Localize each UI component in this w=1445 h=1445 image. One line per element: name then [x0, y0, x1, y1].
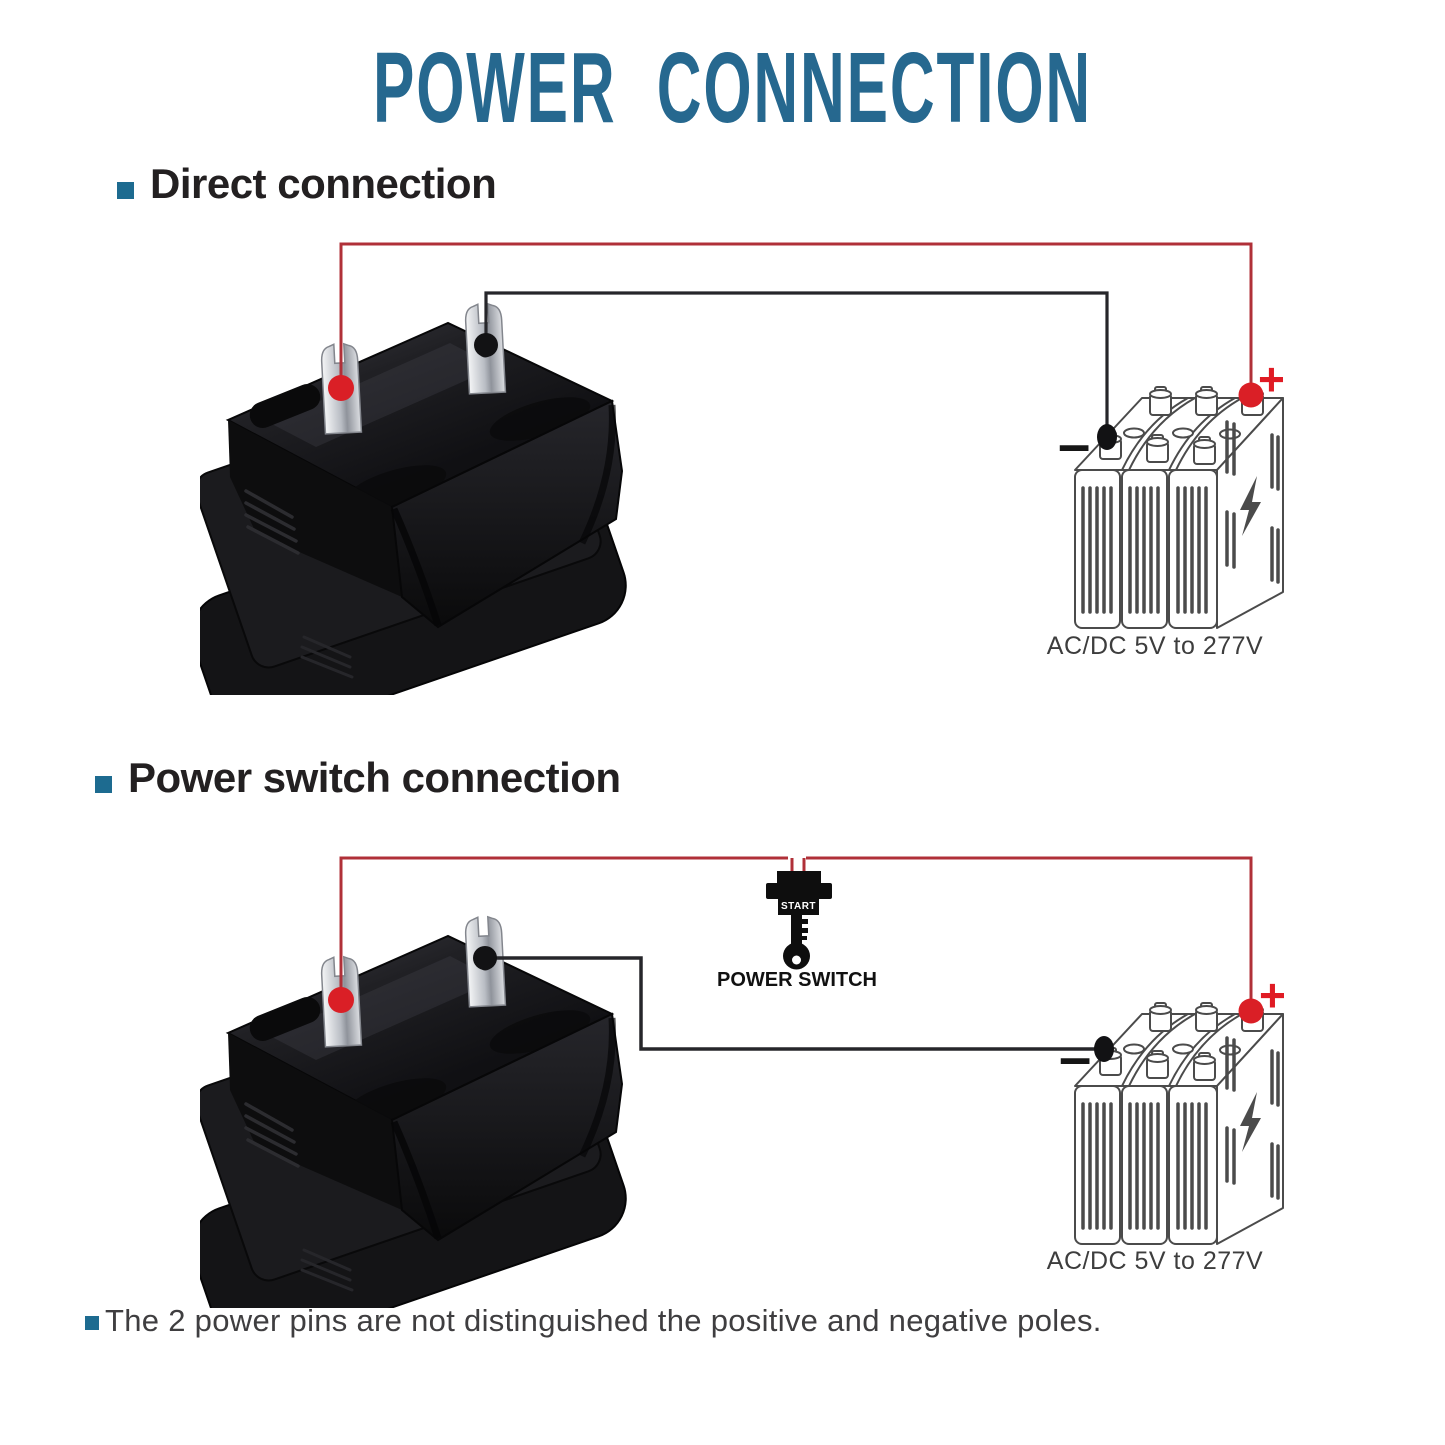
section-heading-switch: Power switch connection: [95, 757, 621, 799]
minus-sign-switch: –: [1059, 1025, 1092, 1090]
footnote: The 2 power pins are not distinguished t…: [85, 1301, 1102, 1341]
positive-wire-switch-right: [806, 856, 1253, 1011]
minus-sign-direct: –: [1058, 412, 1091, 477]
black-dot-pin-switch: [473, 946, 497, 970]
black-dot-battery-direct: [1097, 424, 1117, 450]
positive-wire-direct: [339, 242, 1253, 395]
section-heading-direct-label: Direct connection: [150, 160, 497, 207]
negative-wire-switch: [485, 956, 1100, 1051]
section-heading-switch-label: Power switch connection: [128, 754, 621, 801]
battery-label-switch: AC/DC 5V to 277V: [1046, 1247, 1264, 1275]
red-dot-battery-switch: [1238, 998, 1264, 1024]
section-heading-direct: Direct connection: [117, 160, 497, 207]
key-icon: [783, 915, 810, 970]
negative-wire-direct: [484, 291, 1109, 437]
red-dot-battery-direct: [1238, 382, 1264, 408]
page-title: POWER CONNECTION: [373, 32, 1093, 144]
plus-sign-direct: +: [1258, 353, 1285, 405]
bullet-square-icon: [117, 182, 134, 199]
start-button: START: [778, 897, 819, 915]
bullet-square-icon: [85, 1316, 99, 1330]
positive-wire-switch-left: [339, 856, 788, 1000]
power-switch-caption: POWER SWITCH: [717, 969, 877, 991]
black-dot-pin-direct: [474, 333, 498, 357]
start-button-label: START: [780, 900, 817, 912]
power-switch-icon: [766, 871, 832, 970]
footnote-text: The 2 power pins are not distinguished t…: [105, 1303, 1102, 1338]
bullet-square-icon: [95, 776, 112, 793]
black-dot-battery-switch: [1094, 1036, 1114, 1062]
rocker-switch-photo-switch: [181, 916, 636, 1363]
battery-label-direct: AC/DC 5V to 277V: [1046, 632, 1264, 660]
red-dot-pin-switch: [328, 987, 354, 1013]
red-dot-pin-direct: [328, 375, 354, 401]
rocker-switch-photo-direct: [181, 303, 636, 750]
plus-sign-switch: +: [1259, 969, 1286, 1021]
